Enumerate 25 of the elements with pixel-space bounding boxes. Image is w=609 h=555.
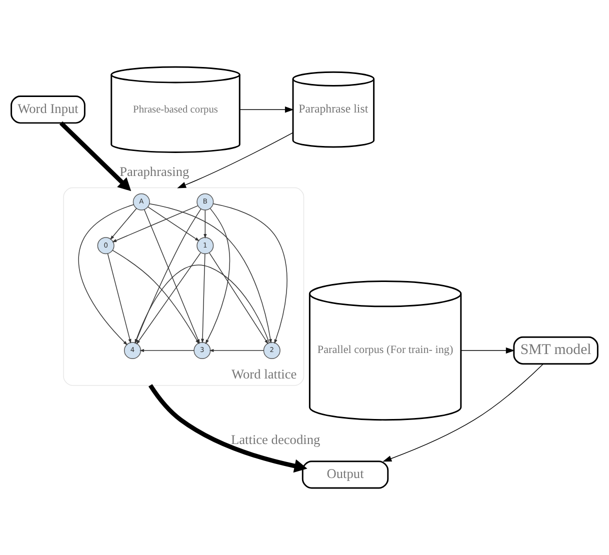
arrow bbox=[382, 364, 544, 462]
edge-label: Paraphrasing bbox=[120, 164, 190, 180]
arrow bbox=[148, 384, 308, 473]
arrow bbox=[177, 132, 294, 188]
arrow bbox=[204, 210, 207, 239]
arrow bbox=[239, 106, 294, 113]
arrow bbox=[205, 208, 230, 344]
node-box: Output bbox=[302, 460, 389, 489]
node-label: Word lattice bbox=[232, 366, 297, 382]
arrow bbox=[110, 208, 137, 240]
arrow bbox=[460, 347, 515, 354]
arrow bbox=[200, 253, 206, 344]
arrow bbox=[107, 253, 132, 344]
arrow bbox=[112, 205, 198, 242]
arrow bbox=[148, 206, 200, 242]
arrow bbox=[208, 252, 268, 344]
arrow bbox=[212, 203, 288, 344]
node-box: SMT model bbox=[513, 336, 598, 365]
cluster bbox=[63, 187, 304, 386]
node-box: Word Input bbox=[10, 96, 86, 124]
arrow bbox=[209, 348, 264, 352]
arrow bbox=[140, 348, 194, 352]
arrow bbox=[78, 204, 134, 346]
arrow bbox=[59, 121, 132, 192]
edge-label: Lattice decoding bbox=[230, 432, 320, 447]
